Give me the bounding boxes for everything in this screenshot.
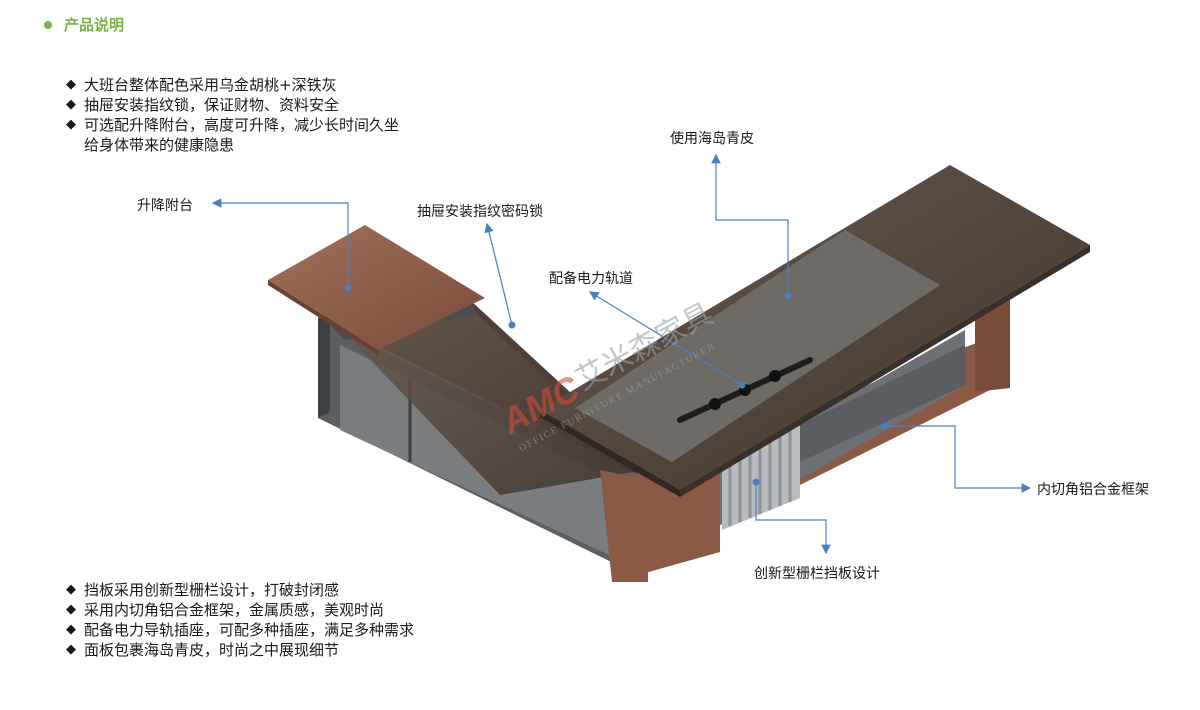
side-desk xyxy=(318,300,660,582)
callout-lift-table: 升降附台 xyxy=(137,198,193,214)
feature-item: ◆ 大班台整体配色采用乌金胡桃+深铁灰 xyxy=(66,75,399,95)
callout-leather: 使用海岛青皮 xyxy=(670,131,754,147)
section-title: 产品说明 xyxy=(64,16,125,34)
aluminum-frame-panel xyxy=(800,345,965,462)
leader-lines xyxy=(211,153,1032,555)
feature-list-bottom: ◆ 挡板采用创新型栅栏设计，打破封闭感 ◆ 采用内切角铝合金框架，金属质感，美观时尚… xyxy=(66,580,414,660)
feature-item: ◆ 配备电力导轨插座，可配多种插座，满足多种需求 xyxy=(66,620,414,640)
diamond-bullet-icon: ◆ xyxy=(66,582,76,597)
leader-fingerprint-lock xyxy=(484,222,513,326)
diamond-bullet-icon: ◆ xyxy=(66,97,76,112)
feature-item: ◆ 抽屉安装指纹锁，保证财物、资料安全 xyxy=(66,95,399,115)
feature-list-top: ◆ 大班台整体配色采用乌金胡桃+深铁灰 ◆ 抽屉安装指纹锁，保证财物、资料安全 ◆ 可… xyxy=(66,75,399,155)
feature-item: ◆ 面板包裹海岛青皮，时尚之中展现细节 xyxy=(66,640,414,660)
leather-inlay xyxy=(575,230,940,462)
fence-grille xyxy=(722,425,800,530)
feature-text: 采用内切角铝合金框架，金属质感，美观时尚 xyxy=(84,601,385,619)
callout-fence-panel: 创新型栅栏挡板设计 xyxy=(754,566,880,582)
callout-power-rail: 配备电力轨道 xyxy=(549,271,633,287)
lift-table-top xyxy=(268,225,485,350)
leader-leather xyxy=(711,153,789,296)
callout-fingerprint-lock: 抽屉安装指纹密码锁 xyxy=(417,204,543,220)
leader-fence-panel xyxy=(755,482,831,555)
callout-aluminum-frame: 内切角铝合金框架 xyxy=(1037,482,1149,498)
feature-text: 大班台整体配色采用乌金胡桃+深铁灰 xyxy=(84,76,337,94)
feature-text: 挡板采用创新型栅栏设计，打破封闭感 xyxy=(84,581,340,599)
main-desk xyxy=(540,165,1090,580)
feature-item: ◆ 挡板采用创新型栅栏设计，打破封闭感 xyxy=(66,580,414,600)
feature-item: ◆ 可选配升降附台，高度可升降，减少长时间久坐 给身体带来的健康隐患 xyxy=(66,115,399,155)
diamond-bullet-icon: ◆ xyxy=(66,77,76,92)
diamond-bullet-icon: ◆ xyxy=(66,642,76,657)
power-rail xyxy=(677,357,813,423)
diamond-bullet-icon: ◆ xyxy=(66,117,76,132)
feature-text: 抽屉安装指纹锁，保证财物、资料安全 xyxy=(84,96,340,114)
feature-text: 配备电力导轨插座，可配多种插座，满足多种需求 xyxy=(84,621,415,639)
bullet-dot-icon xyxy=(44,20,52,29)
leader-power-rail xyxy=(588,291,743,386)
section-header: 产品说明 xyxy=(44,14,124,35)
feature-text: 面板包裹海岛青皮，时尚之中展现细节 xyxy=(84,641,340,659)
diamond-bullet-icon: ◆ xyxy=(66,602,76,617)
main-desk-right-leg xyxy=(975,300,1010,392)
feature-item: ◆ 采用内切角铝合金框架，金属质感，美观时尚 xyxy=(66,600,414,620)
leader-lift-table xyxy=(211,198,349,288)
diamond-bullet-icon: ◆ xyxy=(66,622,76,637)
lift-table xyxy=(268,225,485,355)
feature-text: 可选配升降附台，高度可升降，减少长时间久坐 给身体带来的健康隐患 xyxy=(84,116,400,154)
leader-aluminum-frame xyxy=(885,425,1032,493)
